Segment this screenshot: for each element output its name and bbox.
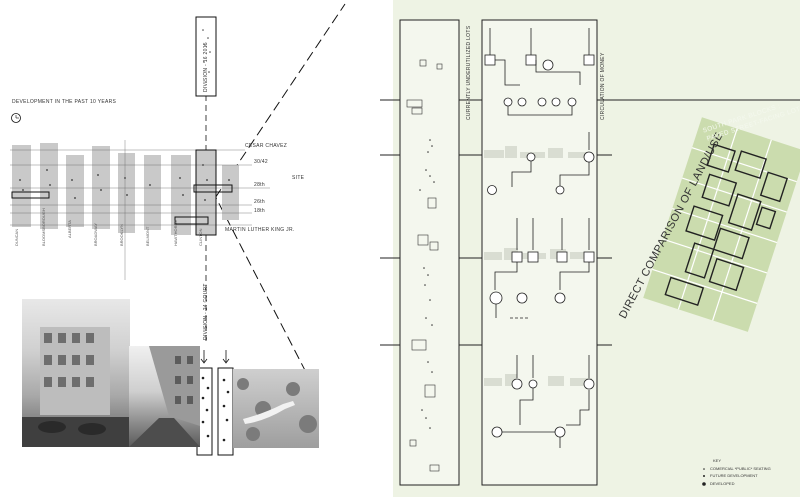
building-photo-large — [22, 299, 130, 447]
lots-column-label: CURRENTLY UNDERUTILIZED LOTS — [466, 25, 472, 120]
lawn-photo — [233, 369, 319, 448]
column-label-6: BELMONT — [145, 226, 150, 246]
lower-column-box-right — [217, 367, 234, 456]
key-item-1: COMERCIAL *PUBLIC* SEATING — [710, 466, 771, 471]
money-flow-row-4 — [491, 355, 595, 448]
key-title: KEY — [713, 458, 722, 463]
money-flow-row-1 — [484, 28, 595, 116]
column-label-2: BLOOMSBOROUGH — [41, 208, 46, 246]
left-heading: DEVELOPMENT IN THE PAST 10 YEARS — [12, 99, 117, 105]
top-street-label: DIVISION - 16 2015 — [203, 42, 209, 92]
park-blocks-map — [643, 117, 800, 332]
lots-column — [399, 19, 460, 486]
top-column-box — [195, 16, 217, 97]
dashed-diagonal-lower — [211, 189, 311, 381]
street-label-4: 26th — [254, 199, 265, 205]
lower-column-dots — [201, 376, 230, 442]
street-reference-lines — [10, 140, 270, 280]
street-photo — [129, 346, 200, 447]
street-label-5: 18th — [254, 208, 265, 214]
street-label-3: 28th — [254, 182, 265, 188]
key-item-2: FUTURE DEVELOPMENT — [710, 473, 758, 478]
column-label-3: ALBERTA — [67, 220, 72, 238]
top-column-dots — [202, 29, 211, 83]
lot-dots — [419, 139, 435, 429]
street-label-2: 30/42 — [254, 159, 269, 165]
lot-shapes — [406, 59, 443, 472]
money-flow-row-3 — [489, 218, 595, 319]
bottom-street-label: DIVISION - 24 COURT — [203, 283, 209, 340]
column-label-4: BROADWAY — [93, 223, 98, 246]
down-arrow-icon — [200, 350, 230, 364]
money-flow-row-2 — [487, 132, 595, 195]
clock-icon — [11, 113, 21, 123]
column-label-8: CLINTON — [198, 228, 203, 246]
site-label: SITE — [292, 175, 305, 181]
column-label-7: HAWTHORNE — [173, 219, 178, 246]
dashed-diagonal-upper — [206, 3, 346, 211]
key-symbols — [702, 468, 706, 486]
street-label-1: CESAR CHAVEZ — [245, 143, 288, 149]
key-item-3: DEVELOPED — [710, 481, 735, 486]
site-highlight-boxes — [11, 149, 233, 236]
column-label-1: DUNCAN — [14, 228, 19, 246]
development-bars — [12, 143, 239, 235]
street-label-6: MARTIN LUTHER KING JR. — [225, 227, 295, 233]
money-column-label: CIRCULATION OF MONEY — [600, 52, 606, 120]
column-label-5: BROOKLYN — [119, 224, 124, 246]
